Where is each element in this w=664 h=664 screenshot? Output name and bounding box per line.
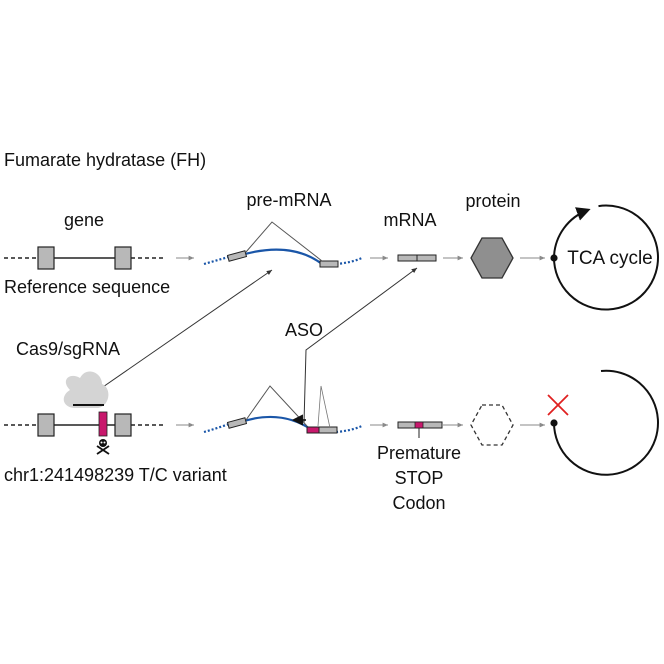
tca-cycle-circle — [550, 204, 659, 311]
cas9-label: Cas9/sgRNA — [16, 339, 120, 359]
cas9-protein-icon — [63, 371, 109, 408]
aberrant-splice-junction — [245, 385, 308, 427]
reference-gene — [4, 246, 165, 270]
broken-cycle-arc — [553, 369, 659, 476]
premature-stop-codon-marker — [414, 421, 424, 429]
reference-mrna — [397, 254, 437, 262]
ptc-label-line1: Premature — [377, 443, 461, 463]
reference-pre-mrna — [203, 221, 363, 268]
gene-label: gene — [64, 210, 104, 230]
mrna-label: mRNA — [384, 210, 437, 230]
variant-label: chr1:241498239 T/C variant — [4, 465, 227, 485]
red-x-icon — [547, 394, 569, 416]
arrow-cas9-to-reference — [99, 269, 273, 390]
exon-left — [37, 246, 55, 270]
disrupted-tca-cycle — [550, 369, 659, 476]
pre-mrna-strand — [237, 248, 323, 265]
diagram-title: Fumarate hydratase (FH) — [4, 150, 206, 170]
ptc-mrna — [397, 421, 443, 438]
exon-right — [114, 246, 132, 270]
protein-label: protein — [465, 191, 520, 211]
ptc-label-line2: STOP — [395, 468, 444, 488]
tca-cycle-arc — [552, 204, 659, 311]
variant-site-marker — [98, 411, 108, 437]
pseudo-exon — [306, 426, 320, 434]
missing-protein-hexagon-icon — [470, 404, 514, 446]
aso-label: ASO — [285, 320, 323, 340]
arrow-aso-to-mrna — [303, 267, 418, 424]
protein-hexagon-icon — [470, 237, 514, 279]
reference-sequence-label: Reference sequence — [4, 277, 170, 297]
pre-mrna-label: pre-mRNA — [246, 190, 331, 210]
ptc-label-line3: Codon — [392, 493, 445, 513]
splice-junction — [245, 221, 323, 262]
skull-and-crossbones-icon — [96, 439, 110, 455]
variant-pre-mrna — [203, 385, 363, 434]
tca-cycle-label: TCA cycle — [567, 248, 653, 269]
cycle-arrow-icon — [553, 207, 591, 258]
variant-gene — [4, 411, 165, 437]
cycle-entry-dot — [550, 254, 558, 262]
